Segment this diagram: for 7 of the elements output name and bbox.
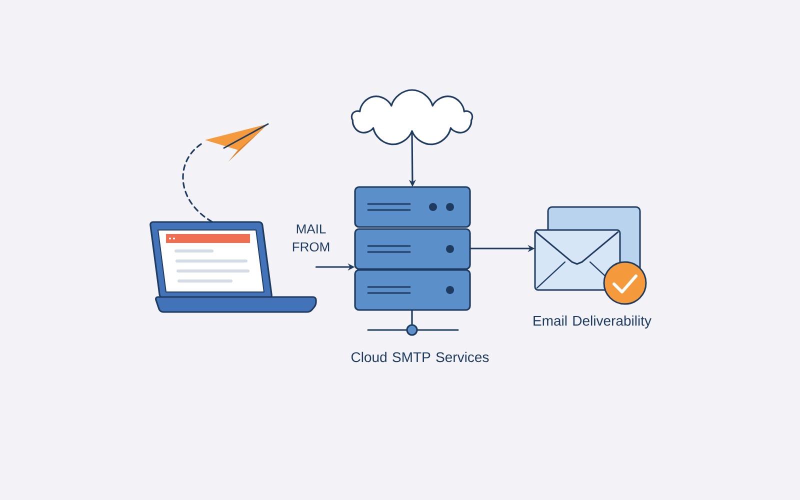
server-icon — [354, 186, 471, 336]
edge-label: MAIL FROM — [280, 223, 342, 253]
paper-plane-icon — [205, 123, 269, 162]
envelope-icon — [534, 206, 647, 305]
node-label: Email Deliverability — [534, 315, 652, 329]
cloud-icon — [350, 89, 474, 146]
node-label: Cloud SMTP Services — [351, 352, 489, 362]
